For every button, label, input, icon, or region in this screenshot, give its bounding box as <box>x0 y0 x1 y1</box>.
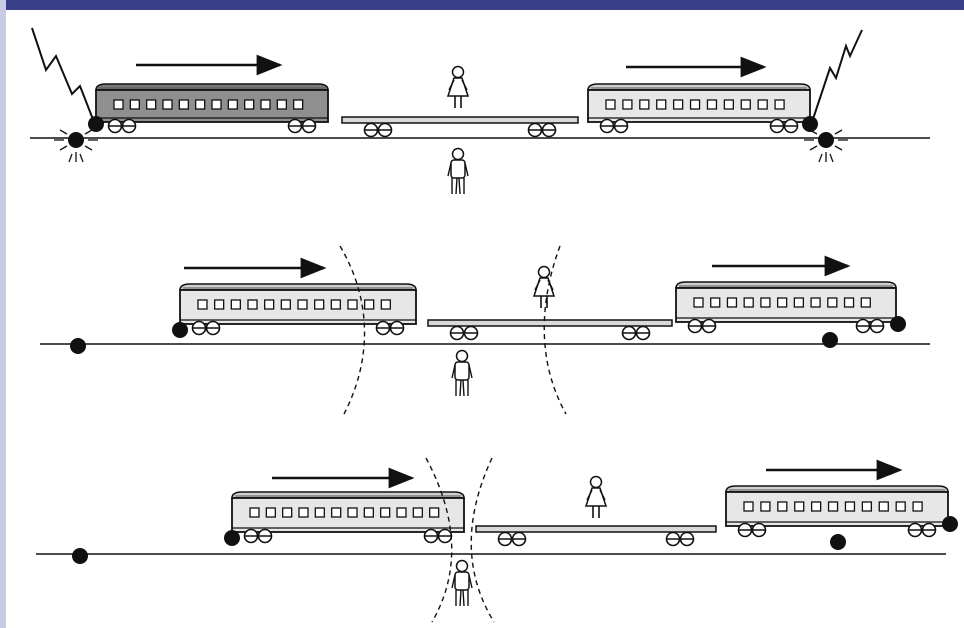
panel-1-right-ground-mark <box>818 132 834 148</box>
panel-3-left-coach <box>232 492 464 543</box>
panel-2-left-train-mark <box>172 322 188 338</box>
panel-3-right-wavefront <box>471 458 494 622</box>
panel-2-ground-observer-person-icon <box>452 351 472 397</box>
panel-3-right-coach <box>726 486 948 537</box>
panel-2-right-coach <box>676 282 896 333</box>
panel-1-left-lightning-bolt-icon <box>32 28 94 122</box>
panel-3-left-train-mark <box>224 530 240 546</box>
panel-1-right-coach <box>588 84 810 133</box>
panel-2-right-ground-mark <box>822 332 838 348</box>
panel-2-left-wavefront <box>340 246 365 414</box>
panel-2-left-coach <box>180 284 416 335</box>
panel-3-right-ground-mark <box>830 534 846 550</box>
panel-2-right-train-mark <box>890 316 906 332</box>
panel-1-right-train-mark <box>802 116 818 132</box>
panel-3-right-train-mark <box>942 516 958 532</box>
panel-1-left-ground-mark <box>68 132 84 148</box>
panel-3-left-ground-mark <box>72 548 88 564</box>
panel-1-left-train-mark <box>88 116 104 132</box>
panel-3-flatcar <box>476 526 716 546</box>
panel-1-right-lightning-bolt-icon <box>812 30 862 122</box>
panel-3-train-observer-person-icon <box>586 477 606 519</box>
panels-layer <box>30 28 958 622</box>
panel-1-train-observer-person-icon <box>448 67 468 109</box>
panel-1-left-coach <box>96 84 328 133</box>
panel-2-left-ground-mark <box>70 338 86 354</box>
panel-2-flatcar <box>428 320 672 340</box>
panel-3-ground-observer-person-icon <box>452 561 472 607</box>
panel-1-flatcar <box>342 117 578 137</box>
panel-1-ground-observer-person-icon <box>448 149 468 195</box>
